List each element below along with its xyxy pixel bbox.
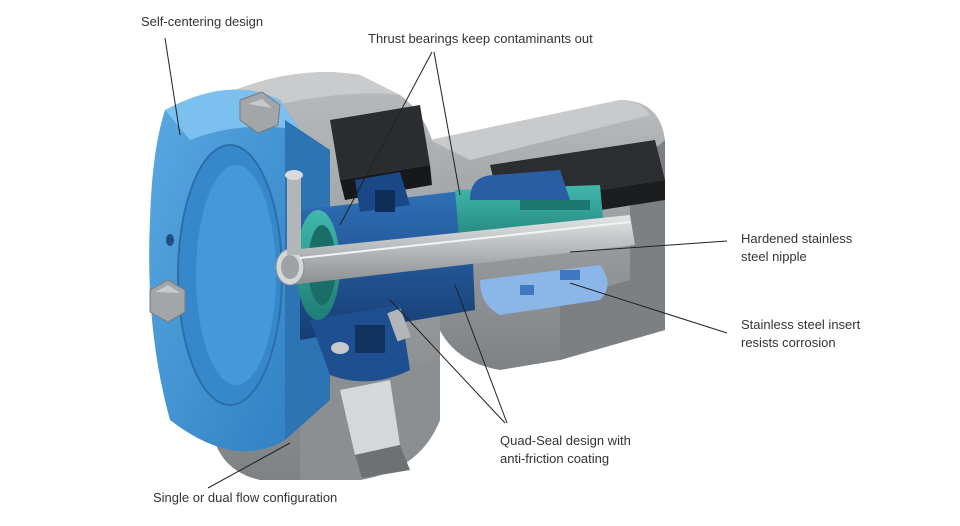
callout-insert-line2: resists corrosion [741, 335, 836, 350]
leader-quad-seal-a [389, 299, 506, 424]
callout-self-centering: Self-centering design [141, 13, 263, 31]
callout-nipple: Hardened stainless steel nipple [741, 230, 852, 266]
callout-thrust-bearings-text: Thrust bearings keep contaminants out [368, 31, 593, 46]
callout-insert-line1: Stainless steel insert [741, 317, 861, 332]
callout-nipple-line1: Hardened stainless [741, 231, 853, 246]
leader-thrust-bearing-b [433, 51, 461, 196]
callout-quad-seal-line2: anti-friction coating [500, 451, 610, 466]
callout-nipple-line2: steel nipple [741, 249, 807, 264]
callout-quad-seal: Quad-Seal design with anti-friction coat… [500, 432, 631, 468]
callout-flow-config: Single or dual flow configuration [153, 489, 337, 507]
leader-nipple [569, 240, 728, 253]
flange-port-hole [166, 234, 174, 246]
leader-self-centering [164, 37, 181, 136]
callout-insert: Stainless steel insert resists corrosion [741, 316, 860, 352]
flange-bolt-side [149, 279, 186, 323]
guide-pin-top [285, 170, 303, 255]
stainless-insert [470, 170, 608, 315]
leader-quad-seal-b [454, 284, 508, 424]
guide-pin-bottom [331, 308, 411, 354]
callout-flow-config-text: Single or dual flow configuration [153, 490, 338, 505]
callout-self-centering-text: Self-centering design [141, 14, 264, 29]
leader-insert [569, 282, 728, 334]
callout-thrust-bearings: Thrust bearings keep contaminants out [368, 30, 593, 48]
callout-quad-seal-line1: Quad-Seal design with [500, 433, 631, 448]
leader-flow-config [207, 442, 291, 489]
leader-lines [164, 37, 728, 489]
stainless-nipple-pipe [275, 215, 635, 286]
flange-bolt-top [239, 91, 281, 134]
leader-thrust-bearing-a [339, 51, 433, 226]
